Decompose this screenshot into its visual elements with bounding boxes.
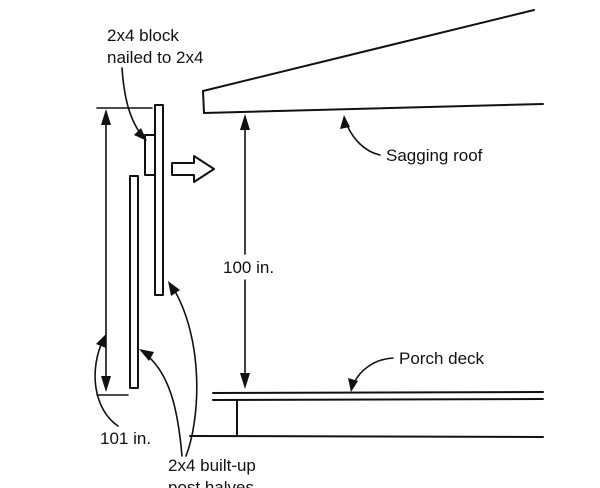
dimension-100in (240, 114, 250, 389)
leader-post-upper-arrowhead (168, 281, 180, 296)
label-block-line2: nailed to 2x4 (107, 48, 203, 67)
roof-bottom-edge (203, 103, 544, 114)
dim-100-arrow-up (240, 114, 250, 130)
roof-top-edge (202, 9, 535, 92)
leader-lines (94, 67, 394, 457)
labels: 2x4 block nailed to 2x4 Sagging roof 100… (100, 26, 485, 488)
label-block-line1: 2x4 block (107, 26, 179, 45)
dim-101-arrow-up (101, 109, 111, 125)
push-arrow-icon (171, 155, 215, 183)
label-101in: 101 in. (100, 429, 151, 448)
sagging-roof-drawing (202, 9, 544, 114)
push-arrow-outline (171, 155, 215, 183)
roof-end-edge (202, 90, 205, 114)
label-post-line2: post halves (168, 478, 254, 488)
dim-100-arrow-down (240, 373, 250, 389)
label-100in: 100 in. (223, 258, 274, 277)
leader-block-arrowhead (134, 128, 147, 141)
dimension-101in (101, 109, 111, 392)
porch-deck-drawing (189, 391, 544, 438)
label-porch-deck: Porch deck (399, 349, 485, 368)
leader-post-lower (142, 351, 183, 457)
deck-top-line (212, 391, 544, 394)
leader-block (121, 67, 145, 139)
nailed-block (144, 134, 156, 176)
post-half-upper (154, 104, 164, 296)
leader-post-lower-arrowhead (139, 349, 154, 361)
leader-deck-arrowhead (348, 378, 358, 392)
leader-101-arrowhead (96, 334, 106, 348)
leader-post-upper (171, 285, 198, 457)
label-sagging-roof: Sagging roof (386, 146, 483, 165)
leader-101 (94, 337, 119, 427)
leader-roof (344, 119, 381, 156)
deck-base-line (189, 435, 544, 438)
post-halves-drawing (96, 104, 164, 396)
dim-101-arrow-down (101, 376, 111, 392)
deck-second-line (212, 398, 544, 401)
label-post-line1: 2x4 built-up (168, 456, 256, 475)
leader-deck (351, 357, 394, 389)
post-half-lower (129, 175, 139, 389)
leader-roof-arrowhead (340, 115, 350, 129)
